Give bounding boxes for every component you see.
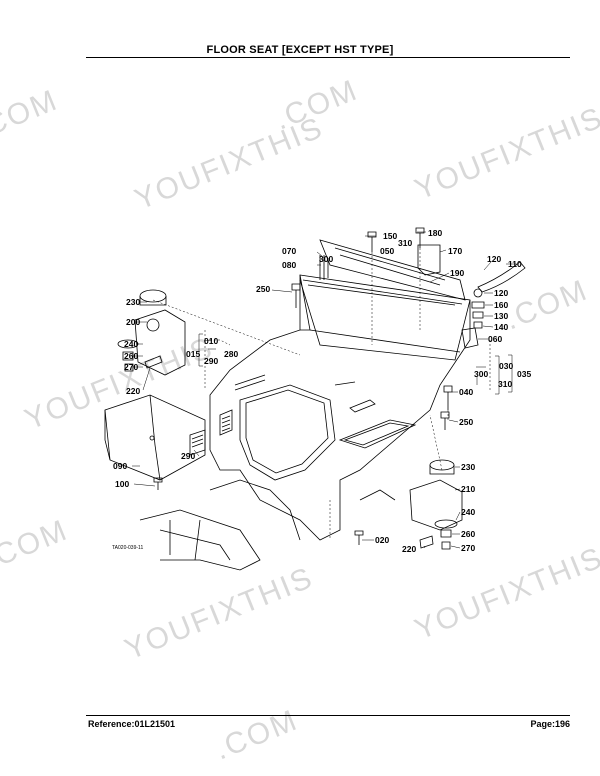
part-label-270b: 270 bbox=[461, 543, 475, 553]
part-label-020: 020 bbox=[375, 535, 389, 545]
part-label-220b: 220 bbox=[402, 544, 416, 554]
part-label-290a: 290 bbox=[204, 356, 218, 366]
part-label-150: 150 bbox=[383, 231, 397, 241]
part-label-080: 080 bbox=[282, 260, 296, 270]
part-label-230b: 230 bbox=[461, 462, 475, 472]
part-label-120a: 120 bbox=[487, 254, 501, 264]
part-label-110: 110 bbox=[508, 259, 522, 269]
part-label-290b: 290 bbox=[181, 451, 195, 461]
watermark-com-3: .COM bbox=[500, 274, 592, 337]
page-number: Page:196 bbox=[530, 719, 570, 729]
footer-divider bbox=[86, 715, 570, 716]
part-label-250a: 250 bbox=[256, 284, 270, 294]
part-label-260a: 260 bbox=[124, 351, 138, 361]
part-label-270a: 270 bbox=[124, 362, 138, 372]
part-label-190: 190 bbox=[450, 268, 464, 278]
part-label-160: 160 bbox=[494, 300, 508, 310]
watermark-main-3: YOUFIXTHIS bbox=[20, 331, 218, 437]
part-label-230a: 230 bbox=[126, 297, 140, 307]
part-label-010: 010 bbox=[204, 336, 218, 346]
part-label-300: 300 bbox=[319, 254, 333, 264]
watermark-main-2: YOUFIXTHIS bbox=[410, 101, 600, 207]
part-label-040: 040 bbox=[459, 387, 473, 397]
part-label-300b: 300 bbox=[474, 369, 488, 379]
part-label-260b: 260 bbox=[461, 529, 475, 539]
part-label-035: 035 bbox=[517, 369, 531, 379]
watermark-com-4: .COM bbox=[0, 514, 73, 577]
part-label-210: 210 bbox=[461, 484, 475, 494]
part-label-170: 170 bbox=[448, 246, 462, 256]
part-label-030: 030 bbox=[499, 361, 513, 371]
part-label-130: 130 bbox=[494, 311, 508, 321]
part-label-200: 200 bbox=[126, 317, 140, 327]
part-label-120b: 120 bbox=[494, 288, 508, 298]
part-label-220a: 220 bbox=[126, 386, 140, 396]
watermark-com-5: .COM bbox=[210, 704, 302, 767]
part-label-070: 070 bbox=[282, 246, 296, 256]
part-label-310b: 310 bbox=[498, 379, 512, 389]
part-label-090: 090 bbox=[113, 461, 127, 471]
part-label-050: 050 bbox=[380, 246, 394, 256]
figure-code: TA020-039-11 bbox=[112, 545, 143, 551]
part-label-140: 140 bbox=[494, 322, 508, 332]
part-label-060: 060 bbox=[488, 334, 502, 344]
watermark: .COM YOUFIXTHIS .COM YOUFIXTHIS YOUFIXTH… bbox=[0, 74, 600, 767]
part-label-240a: 240 bbox=[124, 339, 138, 349]
callout-leaders bbox=[132, 231, 518, 549]
leader-lines bbox=[152, 248, 491, 540]
watermark-com-1: .COM bbox=[0, 84, 63, 147]
watermark-main-5: YOUFIXTHIS bbox=[410, 541, 600, 647]
part-label-015: 015 bbox=[186, 349, 200, 359]
part-label-100: 100 bbox=[115, 479, 129, 489]
reference-number: Reference:01L21501 bbox=[88, 719, 176, 729]
line-drawing bbox=[104, 227, 526, 571]
part-label-240b: 240 bbox=[461, 507, 475, 517]
page-title: FLOOR SEAT [EXCEPT HST TYPE] bbox=[206, 44, 394, 56]
part-label-250b: 250 bbox=[459, 417, 473, 427]
header-divider bbox=[86, 57, 570, 58]
part-label-280: 280 bbox=[224, 349, 238, 359]
part-label-310: 310 bbox=[398, 238, 412, 248]
watermark-main-4: YOUFIXTHIS bbox=[120, 561, 318, 667]
part-labels: 150 310 180 070 300 050 170 080 120 110 … bbox=[112, 228, 531, 554]
part-label-180: 180 bbox=[428, 228, 442, 238]
